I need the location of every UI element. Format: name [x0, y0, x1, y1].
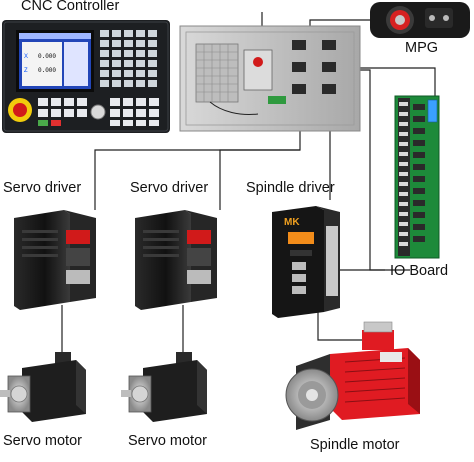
emergency-stop-icon — [8, 98, 32, 122]
io-board — [394, 95, 440, 259]
electrical-box — [179, 25, 361, 132]
servo-motor-2 — [121, 352, 207, 422]
label-io-board: IO Board — [390, 263, 449, 279]
label-servo-driver-1: Servo driver — [3, 180, 82, 196]
controller-screen: X 0.000 Z 0.000 — [16, 30, 94, 92]
power-module — [243, 49, 273, 91]
power-supply — [195, 43, 239, 103]
spindle-driver-ports — [292, 262, 306, 294]
label-servo-driver-2: Servo driver — [130, 180, 209, 196]
controller-function-keys — [38, 98, 159, 126]
controller-keypad — [100, 30, 157, 87]
label-servo-motor-1: Servo motor — [3, 433, 82, 449]
screen-value-z: 0.000 — [38, 67, 56, 74]
label-mpg: MPG — [405, 40, 439, 56]
screen-axis-z: Z — [24, 68, 28, 74]
label-cnc-controller: CNC Controller — [21, 0, 120, 14]
label-spindle-driver: Spindle driver — [246, 180, 335, 196]
servo-driver-1 — [14, 210, 96, 310]
wire-box-to-servo-driver-2 — [219, 149, 300, 210]
wire-spindle-driver-to-motor — [317, 312, 366, 350]
label-spindle-motor: Spindle motor — [310, 437, 400, 453]
spindle-driver-display — [288, 232, 314, 244]
wire-box-to-io-board-2 — [360, 69, 410, 271]
warning-label-icon — [253, 57, 263, 67]
mpg-handwheel — [370, 2, 470, 38]
label-servo-motor-2: Servo motor — [128, 433, 207, 449]
terminal-block — [268, 96, 286, 104]
db-connectors — [292, 40, 336, 94]
spindle-driver: MK — [272, 206, 340, 318]
screen-axis-x: X — [24, 54, 28, 60]
spindle-motor — [285, 321, 420, 430]
cnc-controller: X 0.000 Z 0.000 — [2, 20, 170, 133]
spindle-driver-brand: MK — [284, 217, 300, 228]
screen-value-x: 0.000 — [38, 53, 56, 60]
servo-driver-2 — [135, 210, 217, 310]
servo-motor-1 — [0, 352, 86, 422]
